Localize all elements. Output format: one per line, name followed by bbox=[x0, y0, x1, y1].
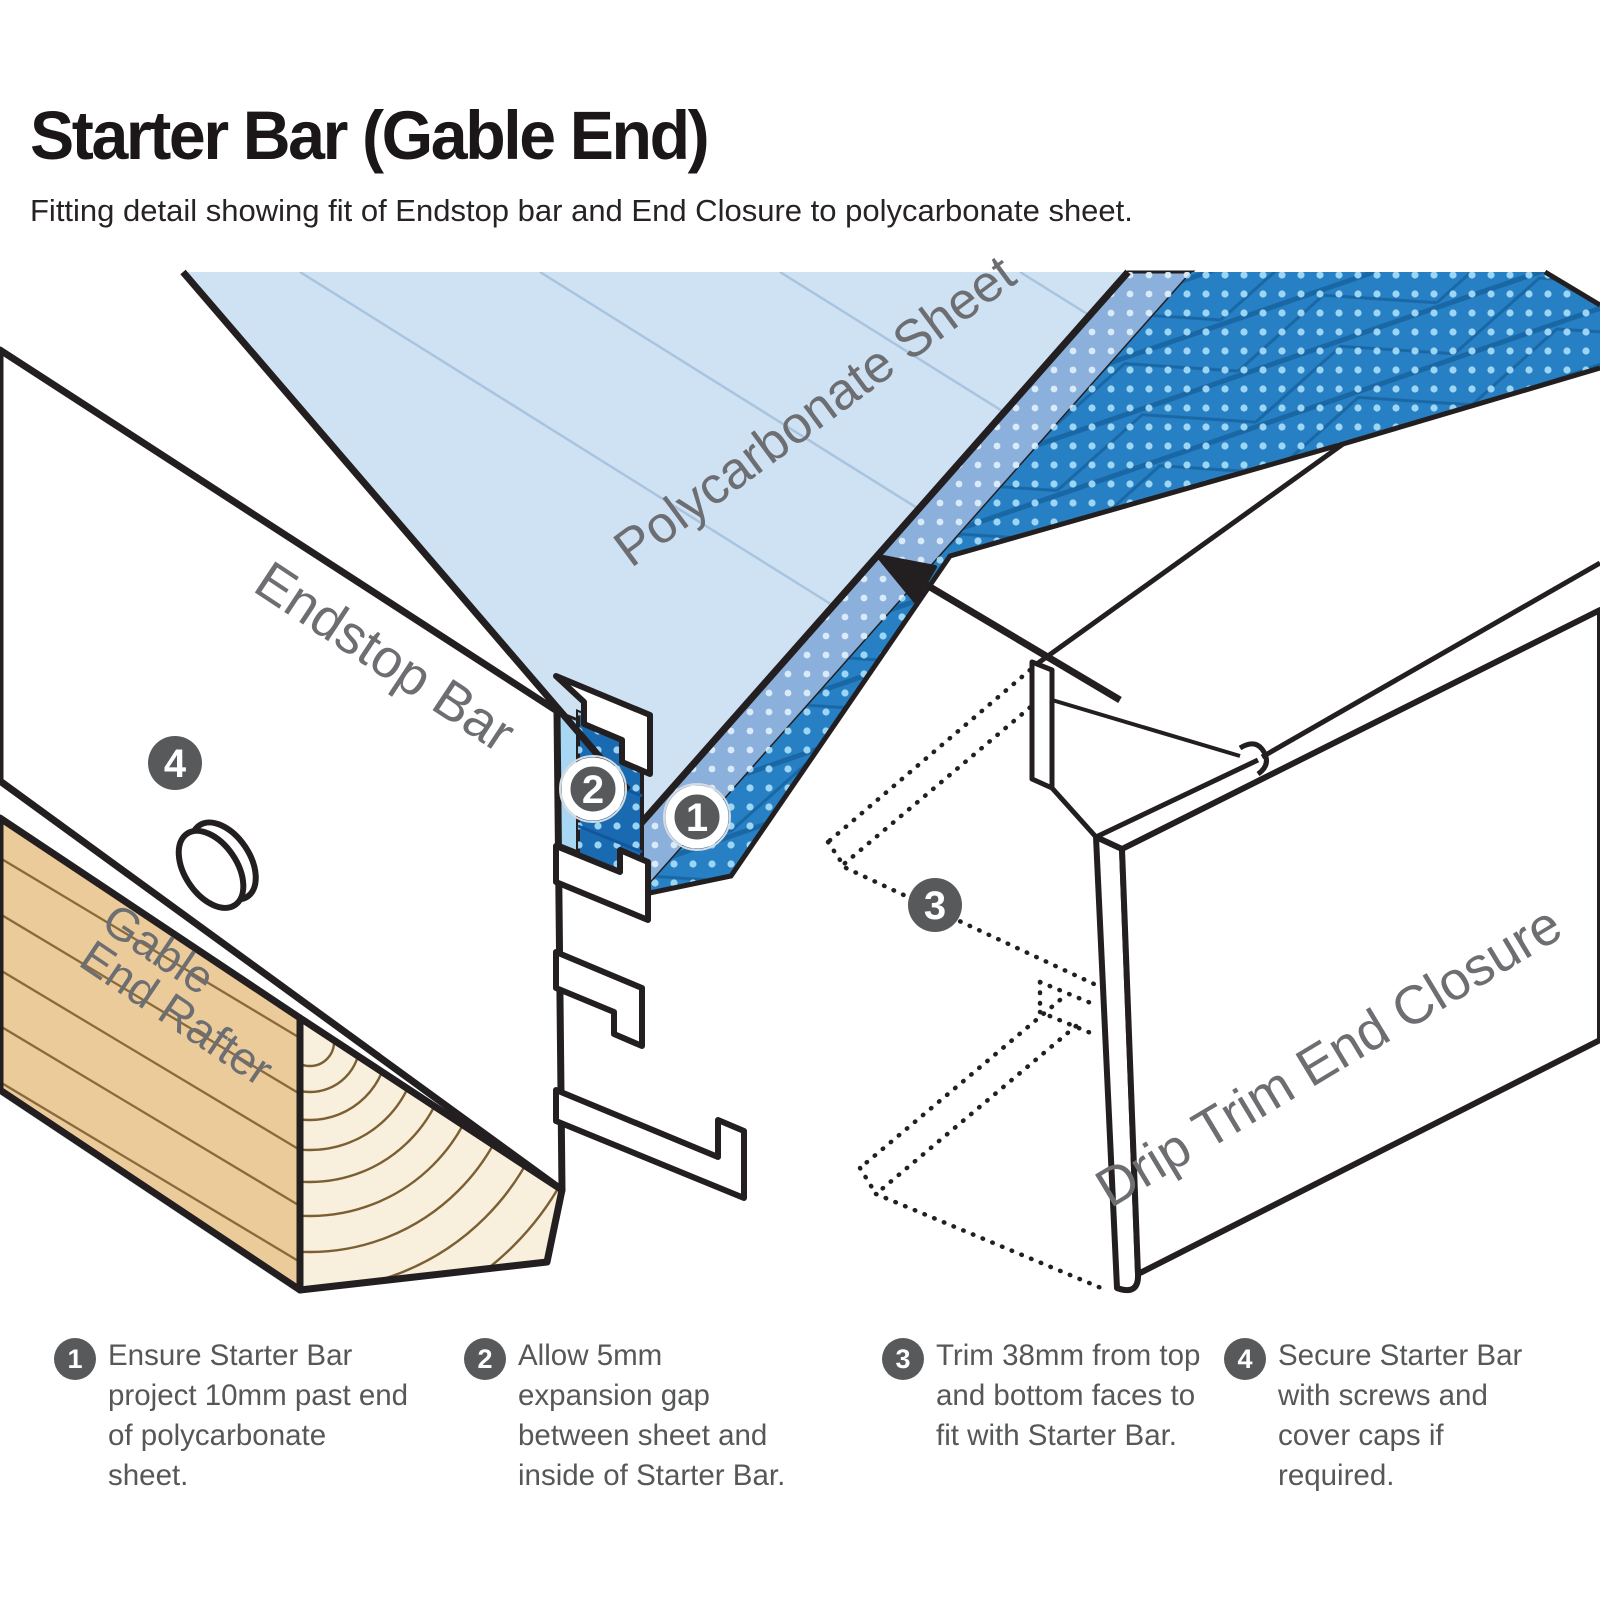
panel-top-edge bbox=[1094, 757, 1260, 840]
note-4-text: Secure Starter Bar with screws and cover… bbox=[1278, 1339, 1523, 1493]
flange-inner-edge bbox=[1051, 698, 1241, 758]
note-2-badge: 2 bbox=[464, 1338, 506, 1380]
note-4: 4 Secure Starter Bar with screws and cov… bbox=[1224, 1336, 1554, 1496]
callout-3-number: 3 bbox=[924, 884, 946, 928]
flange-cut-tab bbox=[1029, 659, 1055, 791]
note-2-text: Allow 5mm expansion gap between sheet an… bbox=[518, 1339, 786, 1493]
sheet-top-face bbox=[183, 272, 1128, 880]
page-subtitle: Fitting detail showing fit of Endstop ba… bbox=[30, 193, 1133, 228]
callout-4: 4 bbox=[148, 736, 202, 790]
note-3-badge: 3 bbox=[882, 1338, 924, 1380]
sheet-arrow bbox=[876, 554, 1122, 704]
header: Starter Bar (Gable End) Fitting detail s… bbox=[30, 96, 1570, 229]
callout-1: 1 bbox=[663, 783, 731, 851]
footnotes: 1 Ensure Starter Bar project 10mm past e… bbox=[0, 1336, 1600, 1556]
flange-lip-edge bbox=[1260, 560, 1600, 760]
rafter-side-face bbox=[0, 818, 300, 1290]
callout-2-number: 2 bbox=[582, 768, 604, 812]
rafter-end-face bbox=[300, 1018, 562, 1290]
starter-bar-profile bbox=[553, 673, 747, 1201]
note-1-badge: 1 bbox=[54, 1338, 96, 1380]
sheet-front-face bbox=[639, 269, 1600, 898]
panel-front-face bbox=[1119, 607, 1600, 1277]
top-face-cut-edge bbox=[1050, 786, 1098, 839]
gable-end-rafter bbox=[0, 814, 566, 1294]
clip-hook bbox=[1238, 741, 1269, 777]
callout-1-number: 1 bbox=[686, 796, 708, 840]
note-1: 1 Ensure Starter Bar project 10mm past e… bbox=[54, 1336, 414, 1496]
note-4-badge: 4 bbox=[1224, 1338, 1266, 1380]
note-3: 3 Trim 38mm from top and bottom faces to… bbox=[882, 1336, 1202, 1456]
trimmed-bottom-flange-hidden bbox=[857, 979, 1109, 1293]
endstop-bar-top-face bbox=[0, 272, 580, 735]
page-title: Starter Bar (Gable End) bbox=[30, 97, 710, 174]
sheet-cut-edge bbox=[595, 269, 1131, 875]
callout-2: 2 bbox=[559, 755, 627, 823]
drip-trim-end-closure: Drip Trim End Closure bbox=[825, 441, 1600, 1294]
callout-4-number: 4 bbox=[164, 742, 187, 786]
endstop-bar bbox=[0, 269, 747, 1201]
polycarbonate-sheet bbox=[183, 269, 1600, 898]
trimmed-top-flange-hidden bbox=[825, 667, 1097, 987]
note-1-text: Ensure Starter Bar project 10mm past end… bbox=[108, 1339, 409, 1493]
screw-cover-cap bbox=[175, 819, 259, 911]
note-3-text: Trim 38mm from top and bottom faces to f… bbox=[936, 1339, 1201, 1453]
callout-3: 3 bbox=[908, 878, 962, 932]
note-2: 2 Allow 5mm expansion gap between sheet … bbox=[464, 1336, 794, 1496]
flange-back-edge bbox=[1032, 441, 1345, 669]
